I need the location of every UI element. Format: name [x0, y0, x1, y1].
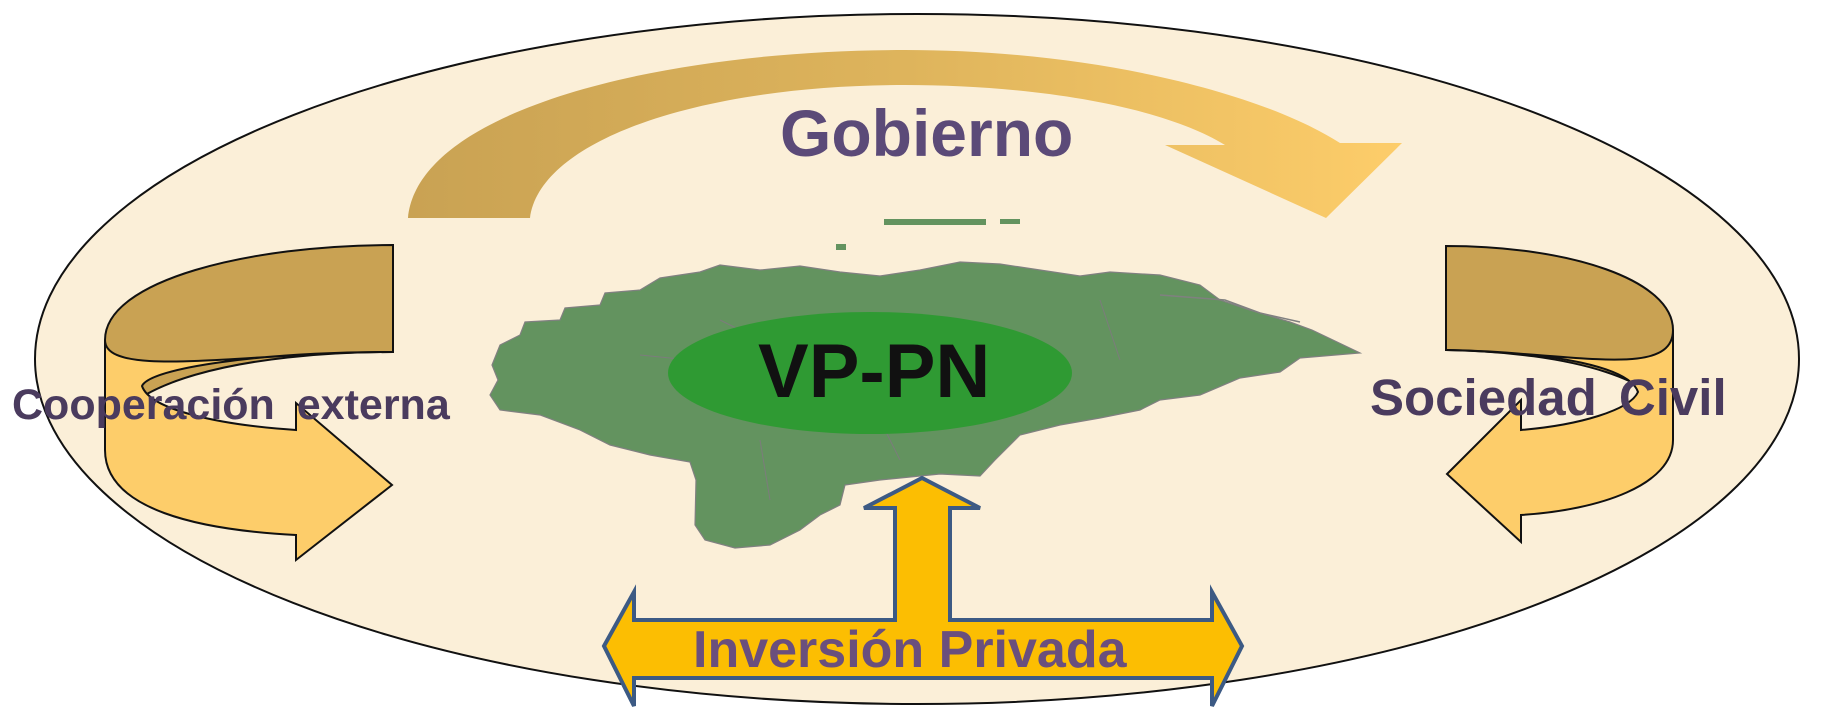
label-cooperacion-externa: Cooperación externa	[12, 381, 450, 429]
label-center-vp-pn: VP-PN	[758, 329, 991, 414]
label-sociedad-civil: Sociedad Civil	[1370, 369, 1727, 426]
right-uturn-arrow	[1445, 244, 1674, 545]
bottom-double-arrow	[601, 475, 1245, 707]
label-inversion-privada: Inversión Privada	[693, 621, 1127, 679]
left-uturn-arrow	[104, 243, 394, 563]
top-curved-arrow	[408, 50, 1402, 218]
center-ellipse	[668, 312, 1072, 434]
label-gobierno: Gobierno	[780, 96, 1074, 170]
